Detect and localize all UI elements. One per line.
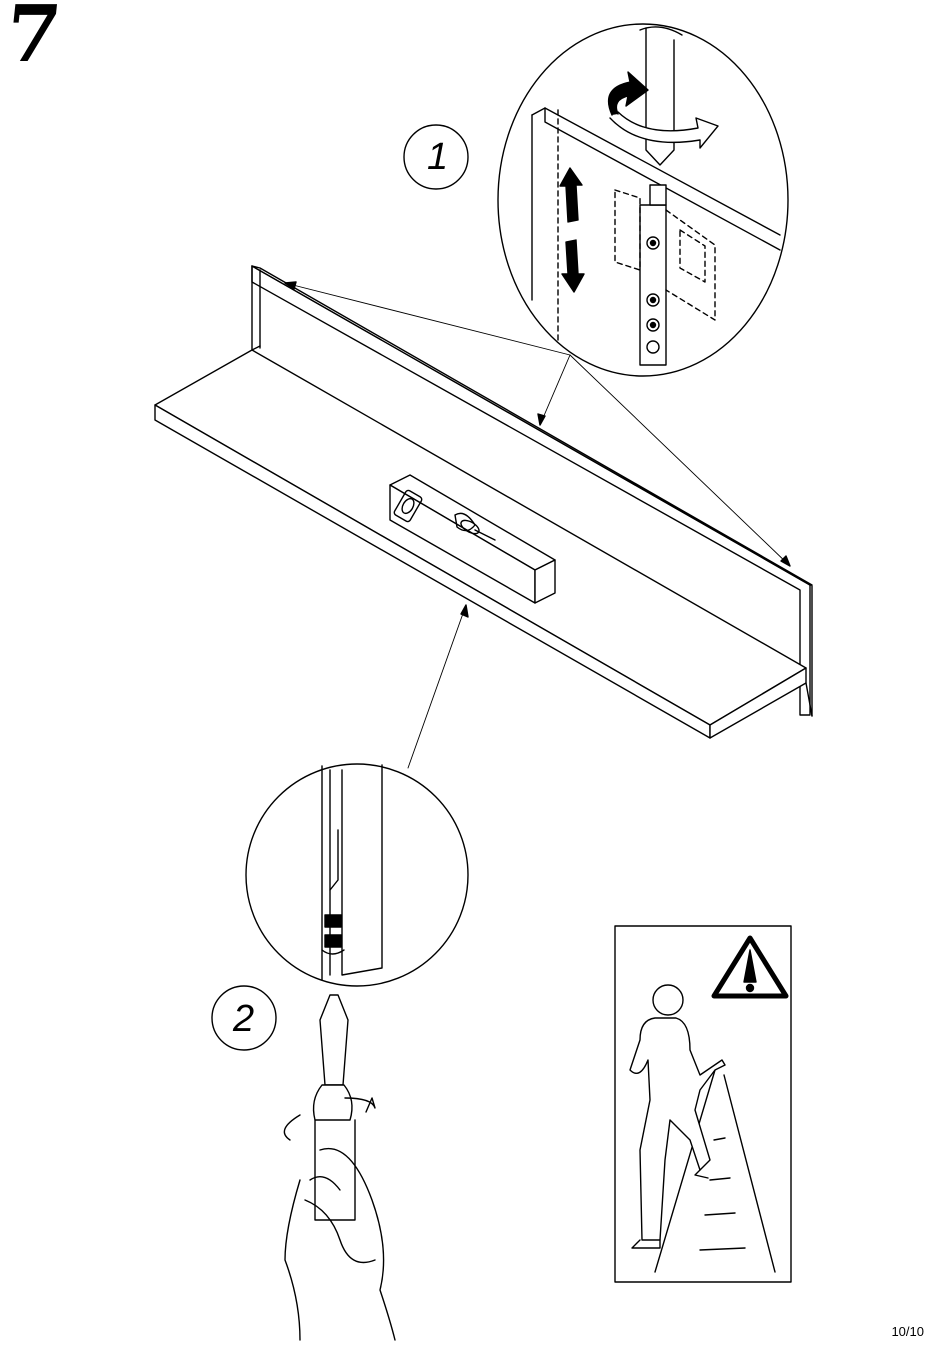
page-number: 10/10 (891, 1324, 924, 1339)
callout-label-2: 2 (233, 1000, 254, 1038)
safety-panel (615, 926, 791, 1282)
hand-screwdriver (284, 995, 395, 1340)
detail-circle-2 (246, 764, 468, 986)
callout-label-1: 1 (427, 138, 448, 176)
detail-circle-1 (498, 24, 788, 376)
